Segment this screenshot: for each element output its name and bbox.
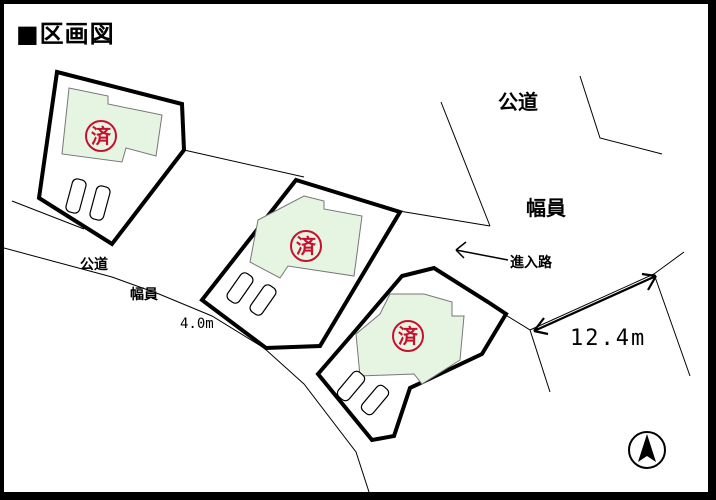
- public-road-label-left: 公道: [80, 257, 108, 273]
- lot-3-seal-text: 済: [398, 324, 419, 348]
- lot-1-seal-text: 済: [91, 124, 112, 148]
- site-plan-frame: 済 済 済: [4, 4, 708, 492]
- car-icon: [336, 370, 366, 402]
- lot-1-seal-circle: [85, 120, 117, 152]
- car-icon: [249, 284, 277, 316]
- site-plan-drawing: 済 済 済: [4, 69, 691, 492]
- road-width-label-right: 幅員: [526, 196, 566, 220]
- lot-3-car-icons: [336, 370, 390, 416]
- car-icon: [89, 185, 111, 221]
- lot-2-car-icons: [226, 272, 277, 316]
- lot-3: 済: [315, 265, 509, 443]
- car-icon: [65, 178, 87, 214]
- road-width-label-left: 幅員: [130, 287, 158, 303]
- entry-road-label: 進入路: [510, 255, 552, 271]
- car-icon: [226, 272, 254, 304]
- entry-road-arrow: [455, 241, 509, 261]
- lot-2-seal-text: 済: [296, 234, 317, 258]
- page-title: ■区画図: [16, 20, 115, 48]
- lot-2-house: [249, 195, 363, 279]
- car-icon: [360, 384, 390, 416]
- public-road-label-right: 公道: [498, 90, 538, 114]
- lot-3-house: [355, 293, 465, 385]
- lot-1-car-icons: [65, 178, 111, 221]
- road-width-value-right: 12.4m: [570, 326, 647, 351]
- width-dimension-arrow: [533, 272, 657, 336]
- road-width-value-left: 4.0m: [180, 316, 214, 332]
- lot-2: 済: [199, 177, 404, 351]
- road-boundary-lines: [4, 75, 691, 492]
- lot-2-seal-circle: [290, 230, 322, 262]
- lot-1: 済: [36, 69, 187, 247]
- lot-3-seal-circle: [392, 320, 424, 352]
- north-arrow-icon: [628, 431, 666, 469]
